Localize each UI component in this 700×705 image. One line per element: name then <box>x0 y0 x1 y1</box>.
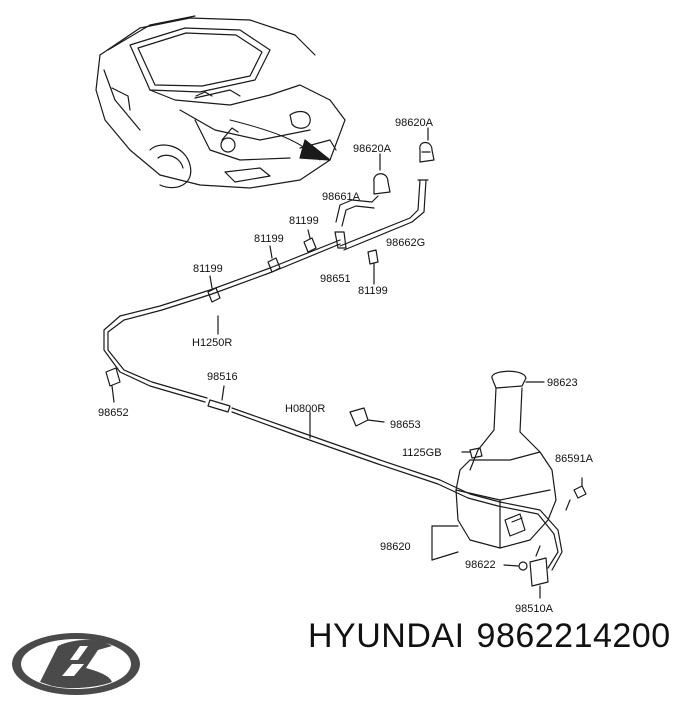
connector-98516 <box>207 385 231 413</box>
label-98651: 98651 <box>320 273 351 285</box>
label-98662G: 98662G <box>386 237 425 249</box>
hyundai-logo <box>12 633 140 695</box>
label-98620A-top: 98620A <box>395 117 434 129</box>
part-number: 9862214200 <box>476 617 671 655</box>
hose-98661A <box>335 195 379 227</box>
label-H1250R: H1250R <box>192 337 232 349</box>
nozzle-98620A-top <box>419 127 435 163</box>
bolt-86591A <box>565 477 587 511</box>
label-98652: 98652 <box>98 407 129 419</box>
hose-98662G <box>339 179 429 251</box>
hose-H0800R <box>231 407 563 571</box>
clip-98653 <box>349 407 385 427</box>
label-1125GB: 1125GB <box>402 447 442 459</box>
clip-81199-b <box>267 245 281 273</box>
label-H0800R: H0800R <box>285 403 325 415</box>
label-98620A: 98620A <box>353 143 392 155</box>
label-98622: 98622 <box>465 559 496 571</box>
clip-81199-d <box>367 249 379 285</box>
label-98623: 98623 <box>547 377 578 389</box>
label-98661A: 98661A <box>322 191 361 203</box>
brand-name: HYUNDAI <box>308 617 465 655</box>
clip-98652 <box>105 367 121 403</box>
reservoir-tank <box>431 370 557 561</box>
label-81199-d: 81199 <box>358 285 388 297</box>
label-98653: 98653 <box>390 419 421 431</box>
car-illustration <box>95 15 346 189</box>
label-98516: 98516 <box>207 371 238 383</box>
label-81199-a: 81199 <box>289 215 319 227</box>
nozzle-98620A <box>373 153 391 195</box>
part-caption: HYUNDAI 9862214200 <box>308 617 683 656</box>
label-81199-c: 81199 <box>193 263 223 275</box>
hose-H1250R <box>103 239 341 403</box>
clip-81199-a <box>303 229 317 253</box>
joint-98651 <box>334 231 347 249</box>
pump-98510A <box>529 545 549 599</box>
label-81199-b: 81199 <box>254 233 284 245</box>
grommet-98622 <box>503 561 528 571</box>
label-98620: 98620 <box>380 541 411 553</box>
label-86591A: 86591A <box>555 453 594 465</box>
label-98510A: 98510A <box>515 603 554 615</box>
labels: 98620A 98620A 98661A 81199 81199 81199 9… <box>98 117 594 615</box>
